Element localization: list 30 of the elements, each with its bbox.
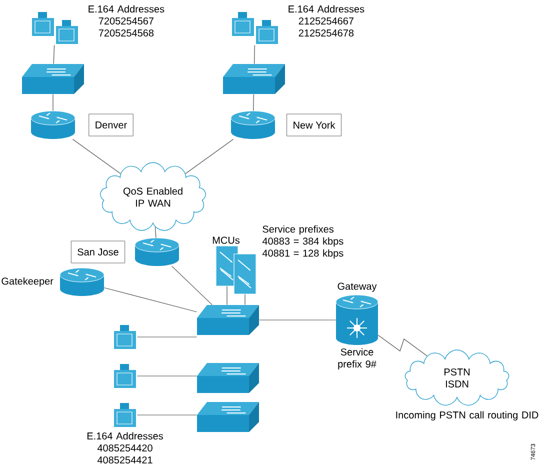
cloud: PSTN ISDN: [404, 350, 510, 406]
device-label: Service prefixes 40883 = 384 kbps 40881 = 128 kbps: [262, 225, 344, 259]
router-icon: [60, 268, 104, 296]
mcu-icon: [234, 254, 256, 294]
device-label: E.164 Addresses 4085254420 4085254421: [87, 432, 163, 464]
device-label: E.164 Addresses 2125254667 2125254678: [288, 5, 364, 37]
switch-icon: [22, 64, 84, 94]
device-label: Gateway: [338, 282, 377, 292]
device-label: Gatekeeper: [2, 277, 54, 287]
location-label: San Jose: [70, 240, 126, 264]
switch-icon: [197, 402, 259, 432]
terminal-icon: [114, 325, 136, 349]
location-label: New York: [286, 114, 342, 136]
device-label: MCUs: [212, 236, 240, 244]
terminal-icon: [232, 12, 278, 44]
router-icon: [230, 110, 276, 139]
switch-icon: [223, 64, 285, 94]
terminal-icon: [114, 403, 136, 427]
terminal-icon: [114, 364, 136, 388]
router-icon: [134, 238, 180, 266]
location-label: Denver: [88, 114, 134, 136]
device-label: Incoming PSTN call routing DID: [396, 411, 538, 420]
device-label: E.164 Addresses 7205254567 7205254568: [88, 5, 164, 37]
cloud: QoS Enabled IP WAN: [100, 162, 206, 231]
gateway-icon: [336, 294, 378, 345]
switch-icon: [197, 363, 259, 393]
switch-icon: [197, 305, 259, 335]
router-icon: [30, 110, 76, 139]
terminal-icon: [32, 12, 78, 44]
device-label: Service prefix 9#: [338, 348, 376, 370]
